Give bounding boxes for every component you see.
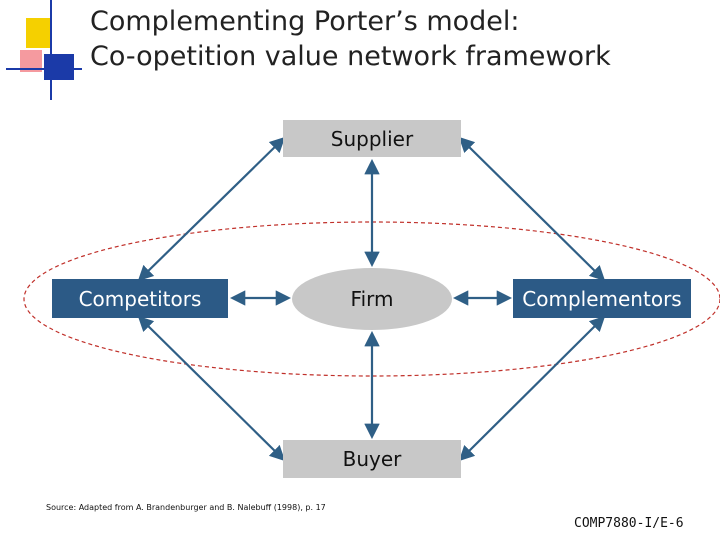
page-title: Complementing Porter’s model: Co-opetiti…: [90, 4, 710, 74]
supplier-label: Supplier: [330, 126, 414, 151]
complementors-node: Complementors: [513, 279, 691, 318]
co-opetition-dashed-ellipse: [23, 221, 720, 377]
buyer-label: Buyer: [342, 447, 402, 471]
firm-ellipse: [292, 268, 452, 330]
corner-horizontal-line: [6, 68, 82, 70]
title-line-2: Co-opetition value network framework: [90, 41, 611, 72]
corner-square-blue: [44, 54, 74, 80]
arrow-supplier-complementors: [458, 136, 606, 282]
competitors-node: Competitors: [52, 279, 228, 318]
buyer-node: Buyer: [283, 440, 461, 478]
corner-square-yellow: [26, 18, 50, 48]
corner-square-red: [20, 50, 42, 72]
source-note: Source: Adapted from A. Brandenburger an…: [46, 503, 326, 512]
arrow-complementors-buyer: [458, 315, 606, 462]
competitors-label: Competitors: [78, 286, 202, 311]
firm-node: Firm: [292, 268, 452, 330]
firm-label: Firm: [350, 287, 394, 311]
complementors-label: Complementors: [522, 286, 682, 311]
title-line-1: Complementing Porter’s model:: [90, 6, 520, 37]
corner-vertical-line: [50, 0, 52, 100]
supplier-node: Supplier: [283, 120, 461, 157]
arrow-competitors-buyer: [137, 315, 286, 462]
slide-footer-code: COMP7880-I/E-6: [574, 516, 684, 531]
arrow-supplier-competitors: [137, 136, 286, 282]
